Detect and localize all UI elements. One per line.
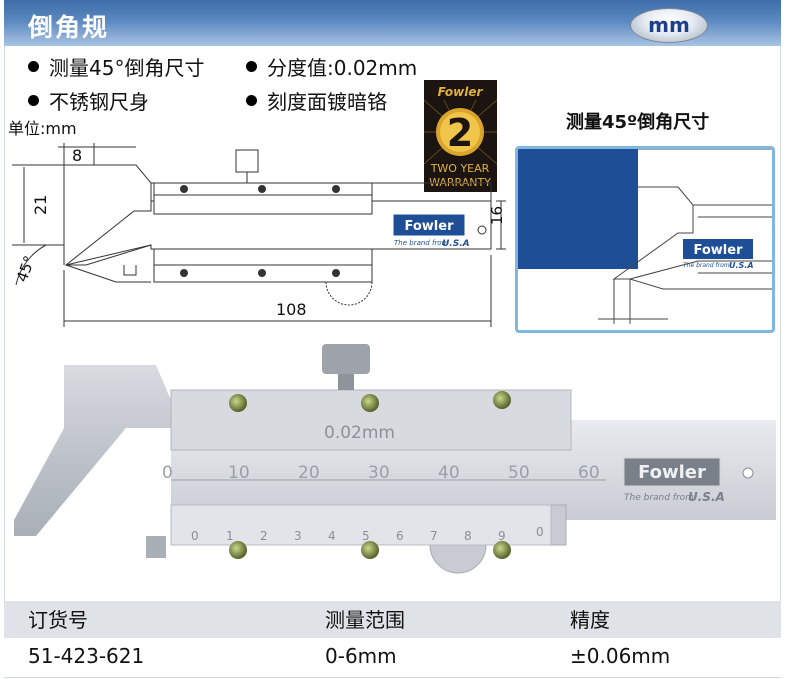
warranty-line1: TWO YEAR (430, 162, 490, 175)
photo-logo: Fowler (638, 462, 706, 483)
warranty-brand: Fowler (438, 85, 484, 99)
vernier-9: 9 (498, 529, 506, 543)
dim-height-16: 16 (488, 206, 506, 225)
spec-table-row (4, 638, 781, 677)
cell-order-number: 51-423-621 (28, 644, 145, 668)
inset-drawing: Fowler The brand from U.S.A (518, 149, 772, 324)
feature-item: 刻度面镀暗铬 (246, 86, 387, 115)
dim-angle-45: 45° (13, 253, 39, 284)
spec-table-header (4, 601, 781, 638)
vernier-1: 1 (226, 529, 234, 543)
main-scale-0: 0 (162, 463, 173, 483)
product-photo: 0.02mm 0 10 20 30 40 50 60 0 1 2 3 4 5 6… (14, 344, 776, 574)
main-scale-20: 20 (298, 463, 320, 483)
header-accuracy: 精度 (570, 608, 610, 632)
warranty-years: 2 (447, 111, 473, 155)
dim-height-21: 21 (31, 195, 50, 215)
vernier-4: 4 (328, 529, 336, 543)
technical-drawing: 单位:mm (8, 119, 506, 327)
vernier-5: 5 (362, 529, 370, 543)
feature-item: 分度值:0.02mm (246, 52, 417, 81)
page-title: 倒角规 (28, 13, 110, 42)
header-range: 测量范围 (325, 608, 405, 632)
vernier-10: 0 (536, 525, 544, 539)
diagram-origin: U.S.A (442, 239, 470, 249)
bullet-icon (246, 95, 257, 106)
vernier-8: 8 (464, 529, 472, 543)
dim-length-108: 108 (276, 300, 307, 319)
photo-origin: U.S.A (688, 490, 725, 504)
main-scale-40: 40 (438, 463, 460, 483)
inset-tagline: The brand from (683, 262, 730, 269)
main-scale-60: 60 (578, 463, 600, 483)
diagram-logo-box (393, 214, 465, 236)
inset-origin: U.S.A (729, 261, 754, 270)
vernier-7: 7 (430, 529, 438, 543)
dim-top-8: 8 (72, 146, 82, 165)
vernier-3: 3 (294, 529, 302, 543)
unit-badge: mm (630, 8, 708, 43)
diagram-tagline: The brand from (394, 239, 449, 247)
bullet-icon (28, 95, 39, 106)
unit-label: 单位:mm (8, 119, 77, 138)
inset-box: Fowler The brand from U.S.A (515, 146, 775, 333)
cell-range: 0-6mm (325, 644, 397, 668)
warranty-badge: Fowler 2 TWO YEAR WARRANTY (424, 80, 497, 192)
feature-text: 刻度面镀暗铬 (267, 90, 387, 114)
vernier-6: 6 (396, 529, 404, 543)
bullet-icon (28, 61, 39, 72)
vernier-2: 2 (260, 529, 268, 543)
feature-item: 测量45°倒角尺寸 (28, 52, 204, 81)
vernier-0: 0 (191, 529, 199, 543)
photo-resolution: 0.02mm (324, 423, 395, 443)
inset-logo: Fowler (694, 243, 744, 258)
screw-icons (229, 391, 511, 559)
diagram-logo: Fowler (405, 219, 455, 234)
feature-text: 分度值:0.02mm (267, 56, 418, 80)
feature-item: 不锈钢尺身 (28, 86, 149, 115)
inset-label: 测量45º倒角尺寸 (566, 112, 710, 133)
bullet-icon (246, 61, 257, 72)
feature-text: 测量45°倒角尺寸 (49, 56, 205, 80)
cell-accuracy: ±0.06mm (570, 644, 671, 668)
main-scale-30: 30 (368, 463, 390, 483)
feature-text: 不锈钢尺身 (49, 90, 149, 114)
table-bottom-border (4, 677, 781, 678)
main-scale-10: 10 (228, 463, 250, 483)
photo-tagline: The brand from (624, 493, 694, 503)
main-scale-50: 50 (508, 463, 530, 483)
header-order-number: 订货号 (28, 608, 88, 632)
